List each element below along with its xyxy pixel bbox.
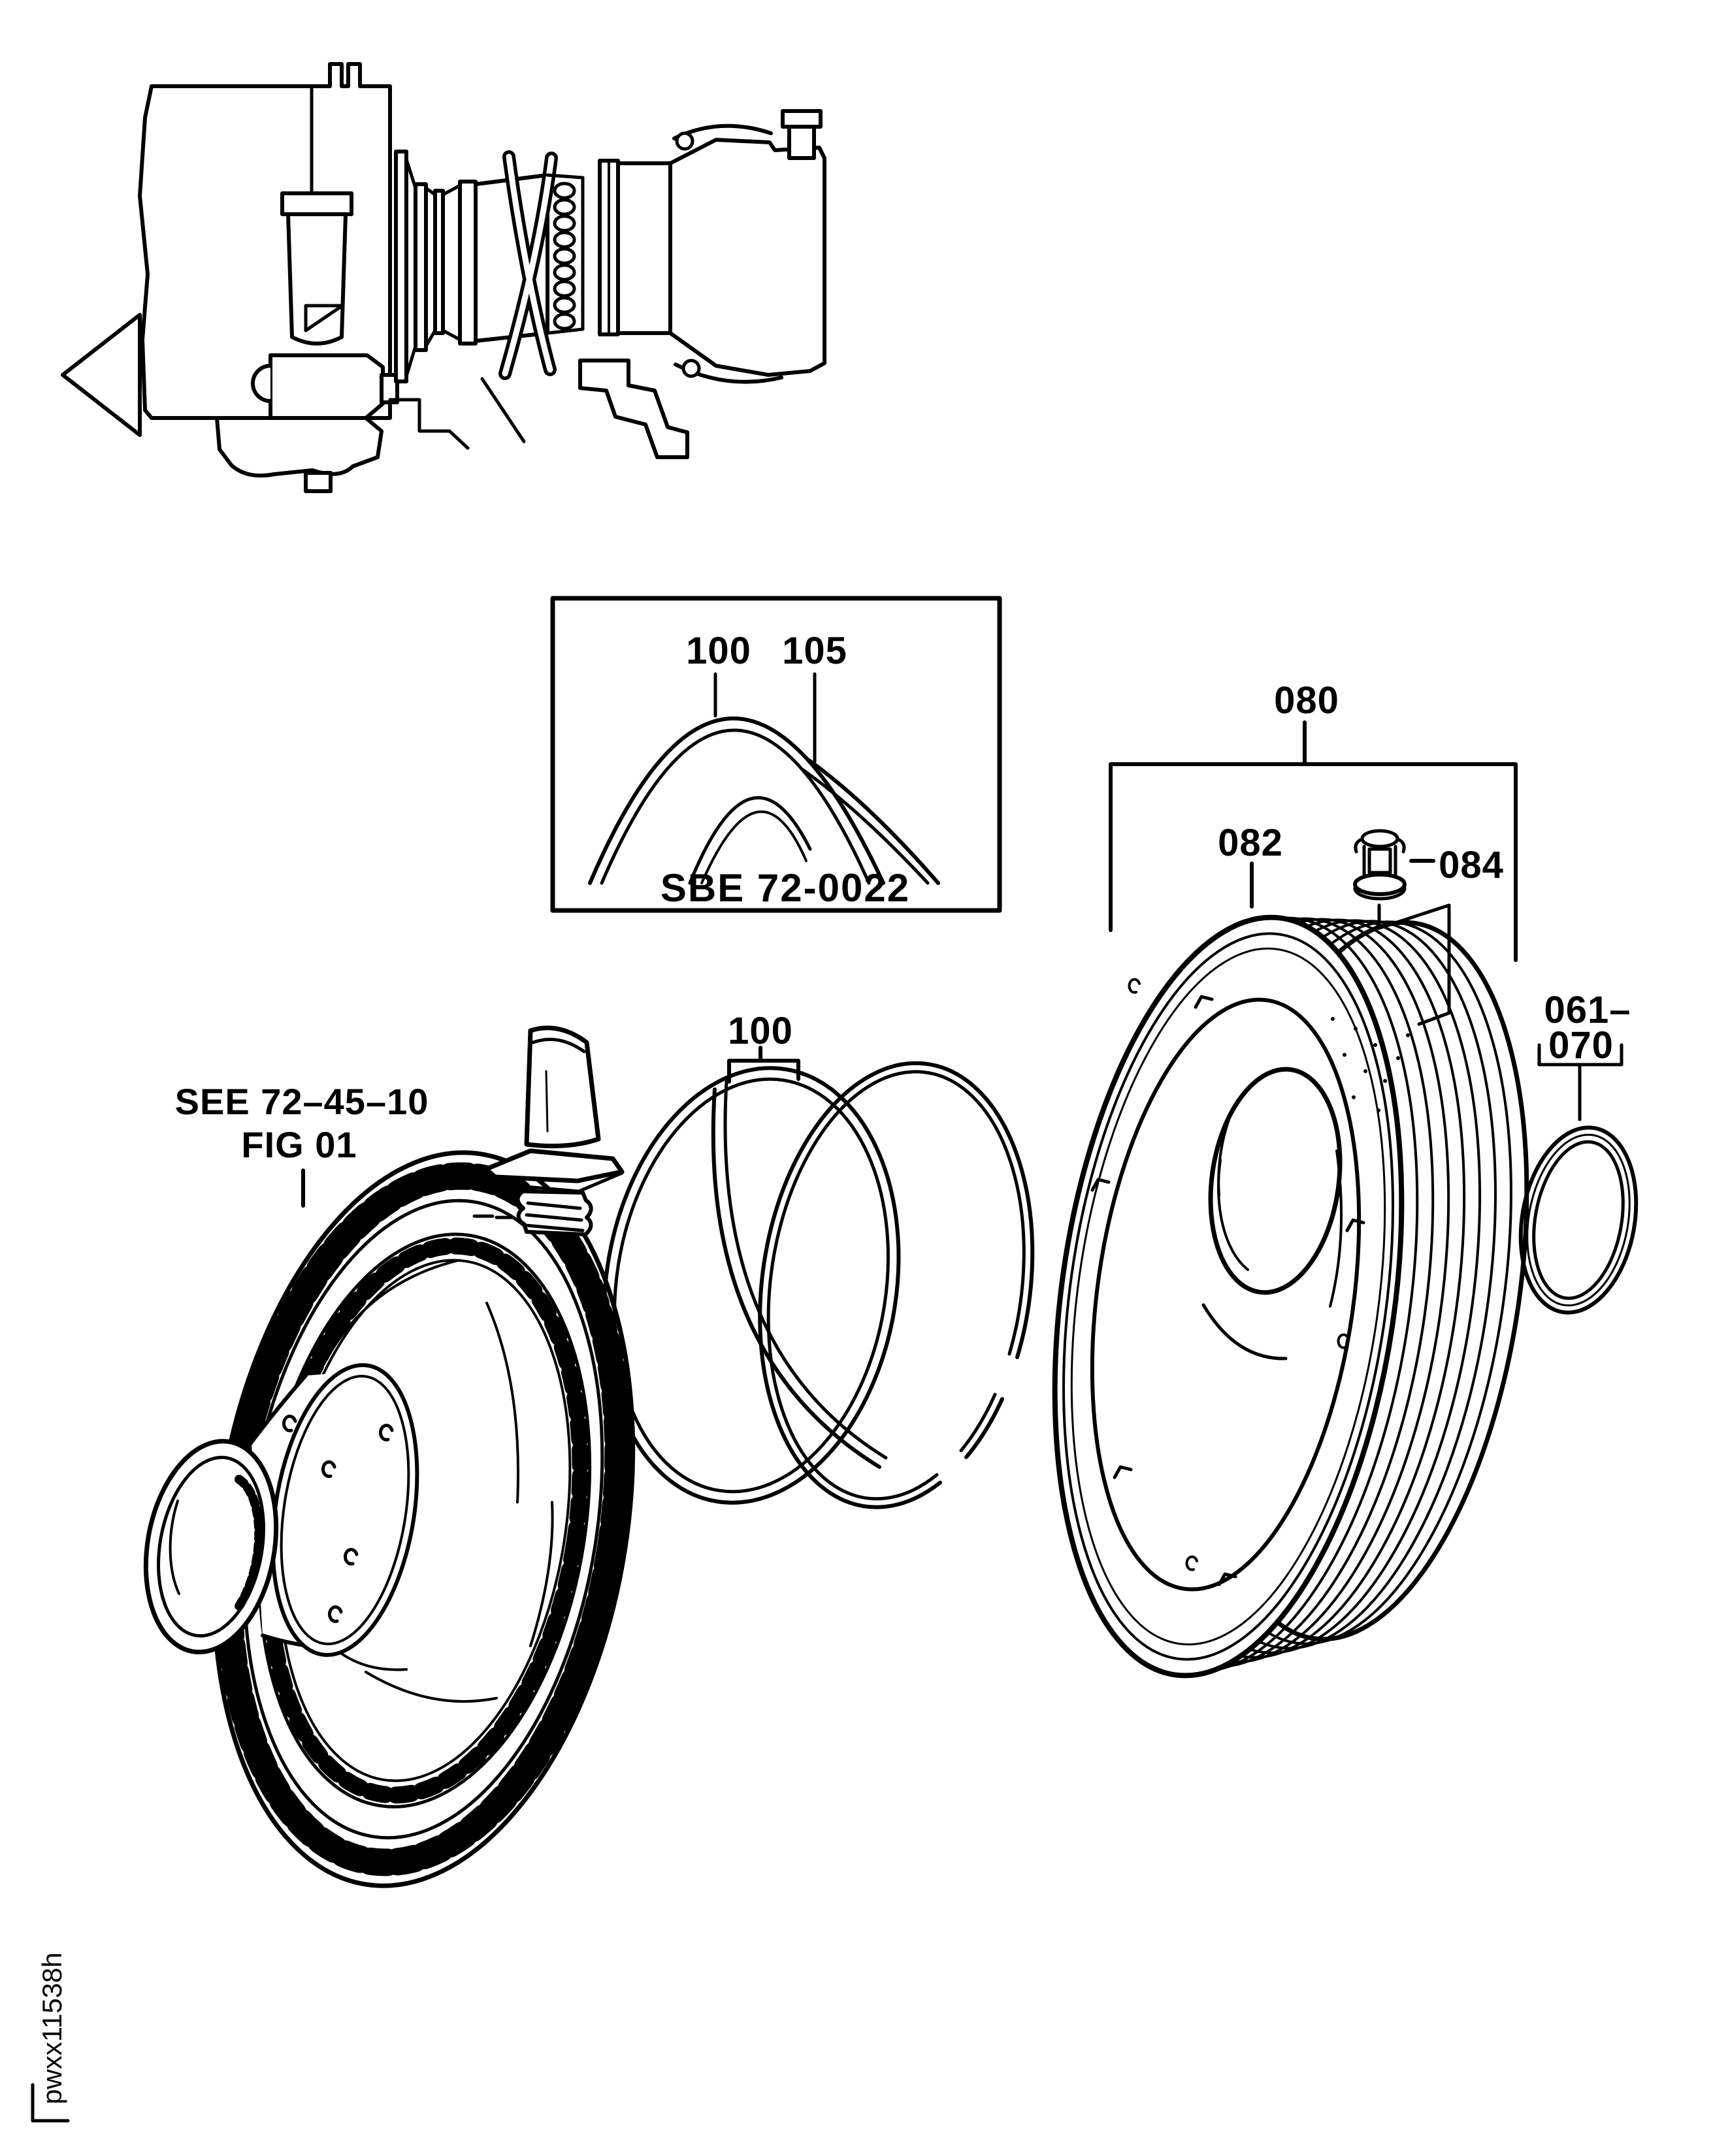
housing-center-hole <box>1208 1067 1343 1295</box>
housing-small-marks <box>1128 978 1350 1571</box>
inset-caption: SBE 72-0022 <box>661 866 910 910</box>
housing-face-ring <box>1090 997 1362 1592</box>
footer-code: pwxx11538h <box>37 1952 67 2104</box>
disk-face-streaks <box>322 1259 554 1703</box>
wheel-ref-line1: SEE 72–45–10 <box>175 1081 429 1122</box>
shell-label-082: 082 <box>1218 822 1283 864</box>
o-ring-illustration: 061– 070 <box>1518 989 1639 1315</box>
wheel-reference-label: SEE 72–45–10 FIG 01 <box>175 1081 429 1208</box>
inset-leader-lines <box>713 672 817 764</box>
seal-rings-illustration: 100 <box>602 1010 1035 1509</box>
port-holes <box>553 182 576 330</box>
plug-label-084: 084 <box>1439 844 1504 886</box>
o-ring-label-line2: 070 <box>1548 1024 1614 1067</box>
spline-teeth <box>235 1475 264 1611</box>
inset-label-105: 105 <box>782 630 847 672</box>
inlet-cone <box>61 313 142 437</box>
seal-ring-split <box>758 1061 1035 1509</box>
hole-inner-arcs <box>1201 1113 1343 1360</box>
x-strut <box>498 150 558 380</box>
turbine-wheel-illustration <box>143 1150 636 1888</box>
inset-ring-arcs <box>588 716 940 885</box>
seal-rings-bracket <box>727 1046 800 1084</box>
housing-bracket <box>1109 762 1518 962</box>
housing-callout-080: 080 <box>1109 679 1518 962</box>
footer-block: pwxx11538h <box>31 1952 70 2123</box>
inset-label-100: 100 <box>686 630 751 672</box>
plug-illustration <box>1353 829 1451 1026</box>
shell-callout-082: 082 <box>1218 822 1283 909</box>
engine-thumbnail-illustration <box>61 62 826 493</box>
plug-leader <box>1377 903 1451 1026</box>
blade-leader-dashes <box>472 1214 515 1219</box>
seal-ring-closed <box>602 1066 901 1505</box>
turbine-blade-illustration <box>483 1025 625 1236</box>
blade-platform <box>483 1148 625 1183</box>
stipple-dots <box>1331 1017 1410 1112</box>
footer-corner-mark <box>31 2083 70 2123</box>
converter-housing-illustration <box>1052 914 1529 1679</box>
wheel-ref-line2: FIG 01 <box>241 1124 357 1165</box>
o-ring-callout: 061– 070 <box>1537 989 1631 1121</box>
o-ring-label-line1: 061– <box>1544 989 1631 1031</box>
detail-inset-box: 100 105 SBE 72-0022 <box>550 596 1002 913</box>
blade-fir-tree-root <box>515 1189 593 1236</box>
rivet-marks <box>282 1414 394 1623</box>
housing-face-rim-lines <box>1062 932 1394 1661</box>
seal-rings-label: 100 <box>728 1010 793 1052</box>
hub-bore <box>143 1439 279 1654</box>
housing-label-080: 080 <box>1274 679 1339 722</box>
face-ring-notches <box>1090 995 1365 1586</box>
